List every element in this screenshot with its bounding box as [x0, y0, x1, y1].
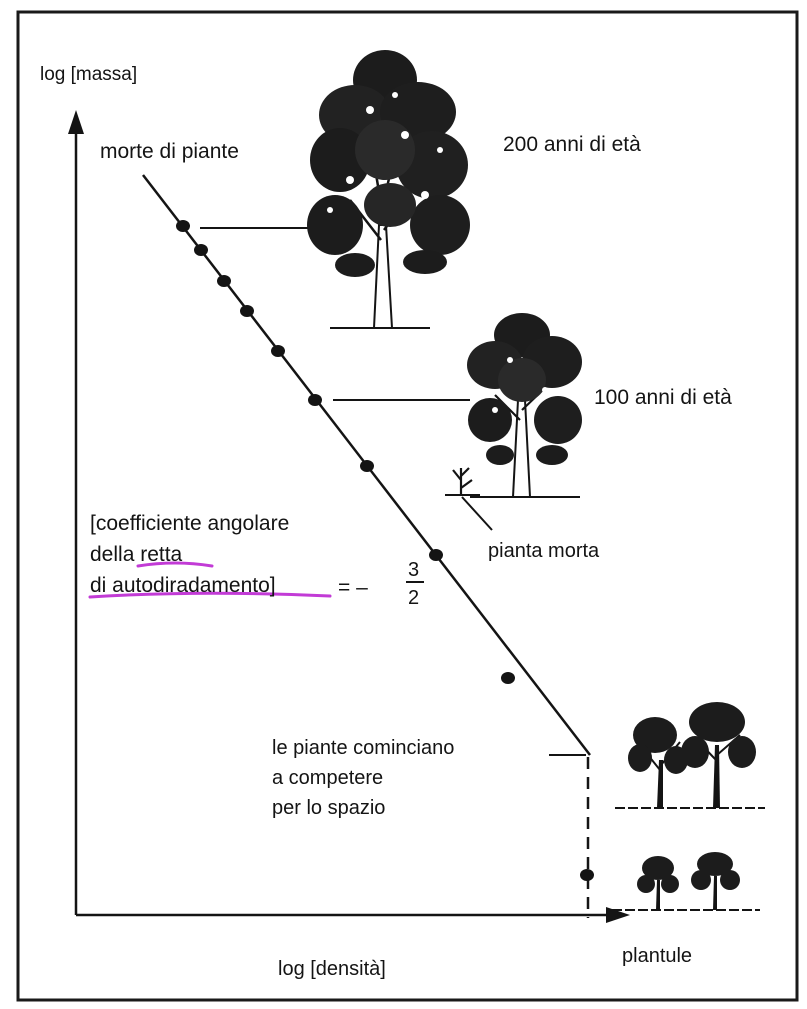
competition-label-line2: a competere [272, 767, 383, 789]
slope-label-line1: [coefficiente angolare [90, 512, 289, 535]
seedlings-icon [612, 852, 760, 911]
data-points [176, 220, 594, 881]
competition-label-line3: per lo spazio [272, 797, 385, 819]
seedlings-label: plantule [622, 945, 692, 967]
young-trees-icon [615, 702, 765, 809]
y-axis-label: log [massa] [40, 64, 137, 85]
data-point [217, 275, 231, 287]
dead-plants-label: morte di piante [100, 140, 239, 163]
page-frame [16, 10, 799, 1002]
data-point [176, 220, 190, 232]
y-axis-arrow-icon [68, 110, 84, 134]
x-axis-label: log [densità] [278, 958, 386, 980]
data-point [308, 394, 322, 406]
data-point [429, 549, 443, 561]
leader-line-dead-plant [461, 496, 493, 531]
dead-plant-icon [445, 467, 480, 496]
age-200-label: 200 anni di età [503, 133, 641, 156]
data-point [194, 244, 208, 256]
tree-100-years-icon [467, 313, 582, 498]
highlight-underlines [88, 561, 332, 599]
age-100-label: 100 anni di età [594, 386, 732, 409]
data-point [360, 460, 374, 472]
data-point [271, 345, 285, 357]
labels: log [massa] log [densità] morte di piant… [40, 64, 732, 980]
tree-200-years-icon [307, 50, 470, 329]
data-point [240, 305, 254, 317]
dead-plant-label: pianta morta [488, 540, 600, 562]
slope-label-line3: di autodiradamento] [90, 574, 276, 597]
slope-equals: = – [338, 576, 368, 599]
slope-denominator: 2 [408, 587, 419, 609]
slope-label-line2: della retta [90, 543, 183, 566]
slope-numerator: 3 [408, 559, 419, 581]
data-point [580, 869, 594, 881]
data-point [501, 672, 515, 684]
competition-label-line1: le piante cominciano [272, 737, 454, 759]
